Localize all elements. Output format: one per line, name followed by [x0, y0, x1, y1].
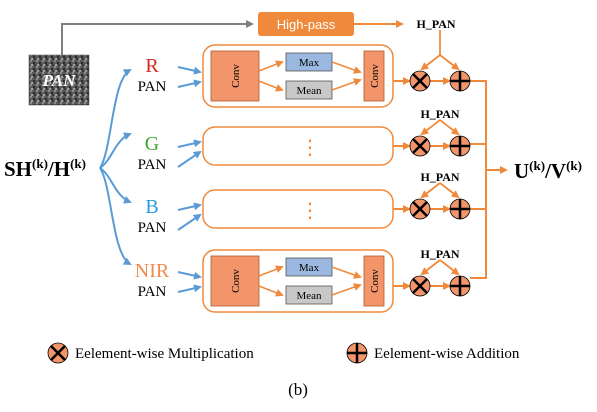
add-icon — [449, 275, 471, 297]
multiplication-legend-label: Eelement-wise Multiplication — [75, 346, 254, 362]
addition-legend-label: Eelement-wise Addition — [374, 346, 520, 362]
input-fanout-arrows — [99, 69, 132, 265]
conv-left-block — [210, 255, 260, 307]
conv-to-mean-arrow — [258, 285, 284, 297]
h-pan-fork — [420, 54, 460, 71]
band-input-arrow — [177, 202, 202, 211]
band-pan-label: PAN — [138, 157, 167, 173]
pan-input-arrow — [177, 213, 202, 231]
branch-container — [202, 249, 394, 313]
mean-to-conv-arrow — [331, 283, 362, 296]
band-input-arrow — [177, 66, 202, 75]
multiply-icon — [409, 198, 431, 220]
legend: Eelement-wise Multiplication Eelement-wi… — [47, 342, 520, 364]
max-to-conv-arrow — [331, 61, 362, 74]
conv-to-max-arrow — [258, 60, 284, 72]
band-label: R — [145, 55, 159, 77]
figure-caption: (b) — [288, 380, 308, 399]
add-icon — [449, 135, 471, 157]
mean-label: Mean — [296, 85, 322, 97]
top-h-pan-label: H_PAN — [416, 17, 455, 31]
branch-container — [202, 189, 394, 229]
h-pan-fork — [420, 259, 460, 276]
add-icon — [449, 70, 471, 92]
branch-container — [202, 126, 394, 166]
mean-label: Mean — [296, 290, 322, 302]
max-label: Max — [299, 262, 320, 274]
band-label: B — [145, 196, 158, 218]
addition-legend-icon — [346, 342, 368, 364]
conv-to-mean-arrow — [258, 80, 284, 92]
max-label: Max — [299, 57, 320, 69]
conv-right-label: Conv — [369, 64, 381, 88]
svg-text:U(k)/V(k): U(k)/V(k) — [514, 158, 582, 183]
h-pan-fork — [420, 119, 460, 136]
conv-left-label: Conv — [230, 269, 242, 293]
band-label: G — [145, 133, 159, 155]
multiply-icon — [409, 135, 431, 157]
branch-container — [202, 44, 394, 108]
pan-input-arrow — [177, 150, 202, 168]
output-label: U(k)/V(k) — [514, 158, 582, 183]
conv-right-block — [363, 255, 385, 307]
highpass-label: High-pass — [277, 17, 336, 32]
pan-image: PAN — [28, 54, 90, 106]
pan-image-label: PAN — [42, 71, 76, 90]
band-input-arrow — [177, 271, 202, 280]
h-pan-label: H_PAN — [420, 107, 459, 121]
max-to-conv-arrow — [331, 266, 362, 279]
band-pan-label: PAN — [138, 284, 167, 300]
conv-left-label: Conv — [230, 64, 242, 88]
ellipsis: ⋮ — [300, 135, 320, 159]
h-pan-label: H_PAN — [420, 247, 459, 261]
conv-to-max-arrow — [258, 265, 284, 277]
h-pan-fork — [420, 182, 460, 199]
band-pan-label: PAN — [138, 220, 167, 236]
branch-g: G PAN ⋮ H_PAN — [138, 107, 471, 173]
output-collector — [470, 80, 508, 279]
input-label: SH(k)/H(k) — [4, 156, 86, 181]
branch-b: B PAN ⋮ H_PAN — [138, 170, 471, 236]
pan-input-arrow — [177, 79, 202, 88]
h-pan-label: H_PAN — [420, 170, 459, 184]
multiplication-legend-icon — [47, 342, 69, 364]
ellipsis: ⋮ — [300, 198, 320, 222]
mean-to-conv-arrow — [331, 78, 362, 91]
conv-left-block — [210, 50, 260, 102]
multiply-icon — [409, 275, 431, 297]
highpass-box — [258, 12, 354, 36]
multiply-icon — [409, 70, 431, 92]
pan-to-highpass-arrow — [61, 20, 254, 55]
svg-text:SH(k)/H(k): SH(k)/H(k) — [4, 156, 86, 181]
add-icon — [449, 198, 471, 220]
band-pan-label: PAN — [138, 79, 167, 95]
conv-right-block — [363, 50, 385, 102]
band-input-arrow — [177, 139, 202, 148]
pan-input-arrow — [177, 284, 202, 293]
band-label: NIR — [135, 260, 170, 282]
conv-right-label: Conv — [369, 269, 381, 293]
